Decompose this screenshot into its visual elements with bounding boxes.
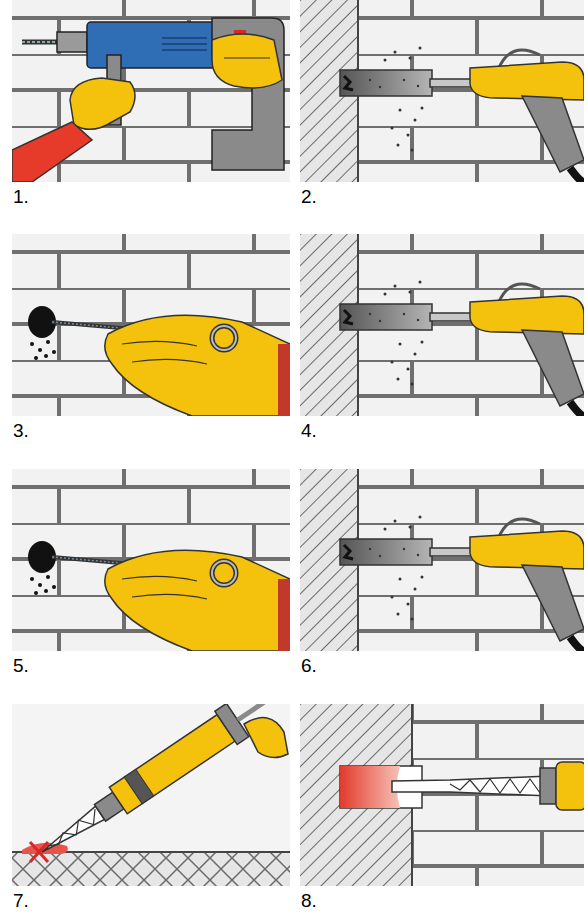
- art-use: [12, 469, 290, 651]
- art-line: [162, 43, 207, 45]
- art-use: [300, 469, 584, 651]
- art-line: [30, 842, 48, 862]
- brush-panel: [12, 469, 290, 651]
- art-path: [70, 78, 135, 129]
- art-path: [38, 806, 105, 858]
- callout-number: 2.: [301, 187, 317, 206]
- callout-number: 4.: [301, 421, 317, 440]
- callout-number: 5.: [13, 656, 29, 675]
- art-rect: [300, 704, 412, 886]
- inject-panel: [300, 704, 586, 886]
- art-rect: [12, 852, 290, 886]
- art-rect: [300, 704, 584, 886]
- art-line: [162, 37, 207, 39]
- art-path: [340, 766, 400, 808]
- art-rect: [12, 0, 290, 182]
- blowout-panel: [300, 234, 584, 416]
- art-rect: [124, 769, 154, 803]
- art-rect: [109, 715, 235, 814]
- art-use: [12, 234, 290, 416]
- art-rect: [556, 762, 586, 810]
- callout-number: 3.: [13, 421, 29, 440]
- blowout-panel: [300, 0, 584, 182]
- art-path: [45, 809, 101, 853]
- brush-panel: [12, 234, 290, 416]
- dispense-panel: [12, 668, 302, 886]
- art-path: [392, 776, 550, 796]
- art-path: [450, 779, 540, 793]
- blowout-panel: [300, 469, 584, 651]
- art-path: [212, 18, 284, 170]
- art-path: [12, 122, 92, 182]
- callout-number: 6.: [301, 656, 317, 675]
- art-path: [212, 34, 282, 88]
- art-path: [244, 718, 288, 758]
- callout-number: 7.: [13, 891, 29, 910]
- callout-number: 1.: [13, 187, 29, 206]
- art-path: [224, 57, 270, 58]
- art-line: [238, 684, 291, 720]
- art-rect: [12, 704, 290, 886]
- art-use: [300, 0, 584, 182]
- art-g: [31, 668, 302, 869]
- art-line: [22, 40, 57, 45]
- art-use: [300, 234, 584, 416]
- callout-number: 8.: [301, 891, 317, 910]
- art-rect: [57, 32, 87, 52]
- art-line: [22, 41, 57, 43]
- art-rect: [540, 768, 556, 804]
- art-line: [30, 842, 48, 862]
- drill-panel: [12, 0, 290, 182]
- art-line: [162, 49, 207, 51]
